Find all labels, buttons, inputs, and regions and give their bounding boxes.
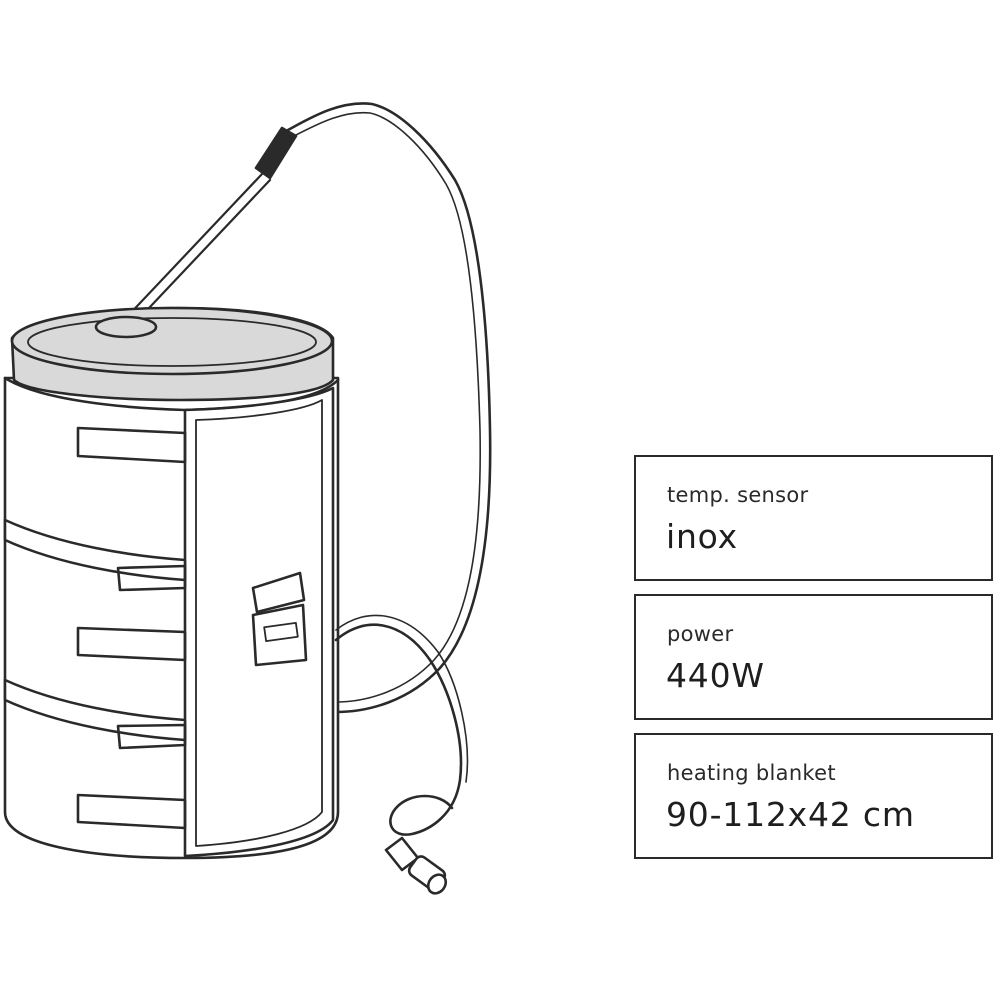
velcro-tab-4 (116, 723, 187, 750)
velcro-tab-2 (116, 564, 187, 592)
drum-lid-inner (27, 317, 317, 367)
velcro-tab-1 (76, 426, 187, 464)
spec-box-heating-blanket: heating blanket 90-112x42 cm (634, 733, 993, 859)
spec-value: inox (666, 517, 738, 556)
velcro-tab-3 (76, 626, 187, 662)
thermostat-display (263, 621, 299, 643)
thermostat-body (251, 603, 308, 667)
spec-box-temp-sensor: temp. sensor inox (634, 455, 993, 581)
power-plug-end (426, 873, 448, 895)
sensor-handle (254, 126, 298, 180)
power-cable (334, 623, 463, 836)
velcro-tab-5 (76, 793, 187, 830)
spec-label: temp. sensor (667, 483, 809, 507)
power-cable-loop (335, 614, 469, 783)
drum-lid-top (10, 306, 334, 376)
blanket-flap-inner (195, 399, 323, 847)
spec-box-power: power 440W (634, 594, 993, 720)
sensor-cable-inner (291, 111, 482, 703)
probe-cap (94, 315, 158, 339)
sensor-probe (122, 172, 272, 328)
spec-value: 90-112x42 cm (666, 795, 915, 834)
spec-label: heating blanket (667, 761, 836, 785)
spec-value: 440W (666, 656, 765, 695)
spec-label: power (667, 622, 734, 646)
sensor-cable (286, 102, 492, 714)
thermostat-top (251, 571, 306, 614)
